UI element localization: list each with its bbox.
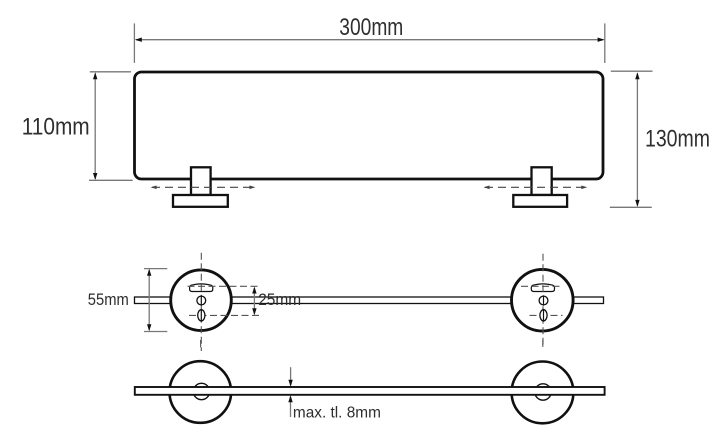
svg-text:300mm: 300mm	[339, 14, 403, 41]
svg-text:max. tl. 8mm: max. tl. 8mm	[293, 405, 381, 422]
svg-text:25mm: 25mm	[258, 290, 301, 309]
svg-text:130mm: 130mm	[645, 125, 710, 152]
svg-text:110mm: 110mm	[22, 114, 90, 141]
svg-text:55mm: 55mm	[88, 290, 129, 309]
